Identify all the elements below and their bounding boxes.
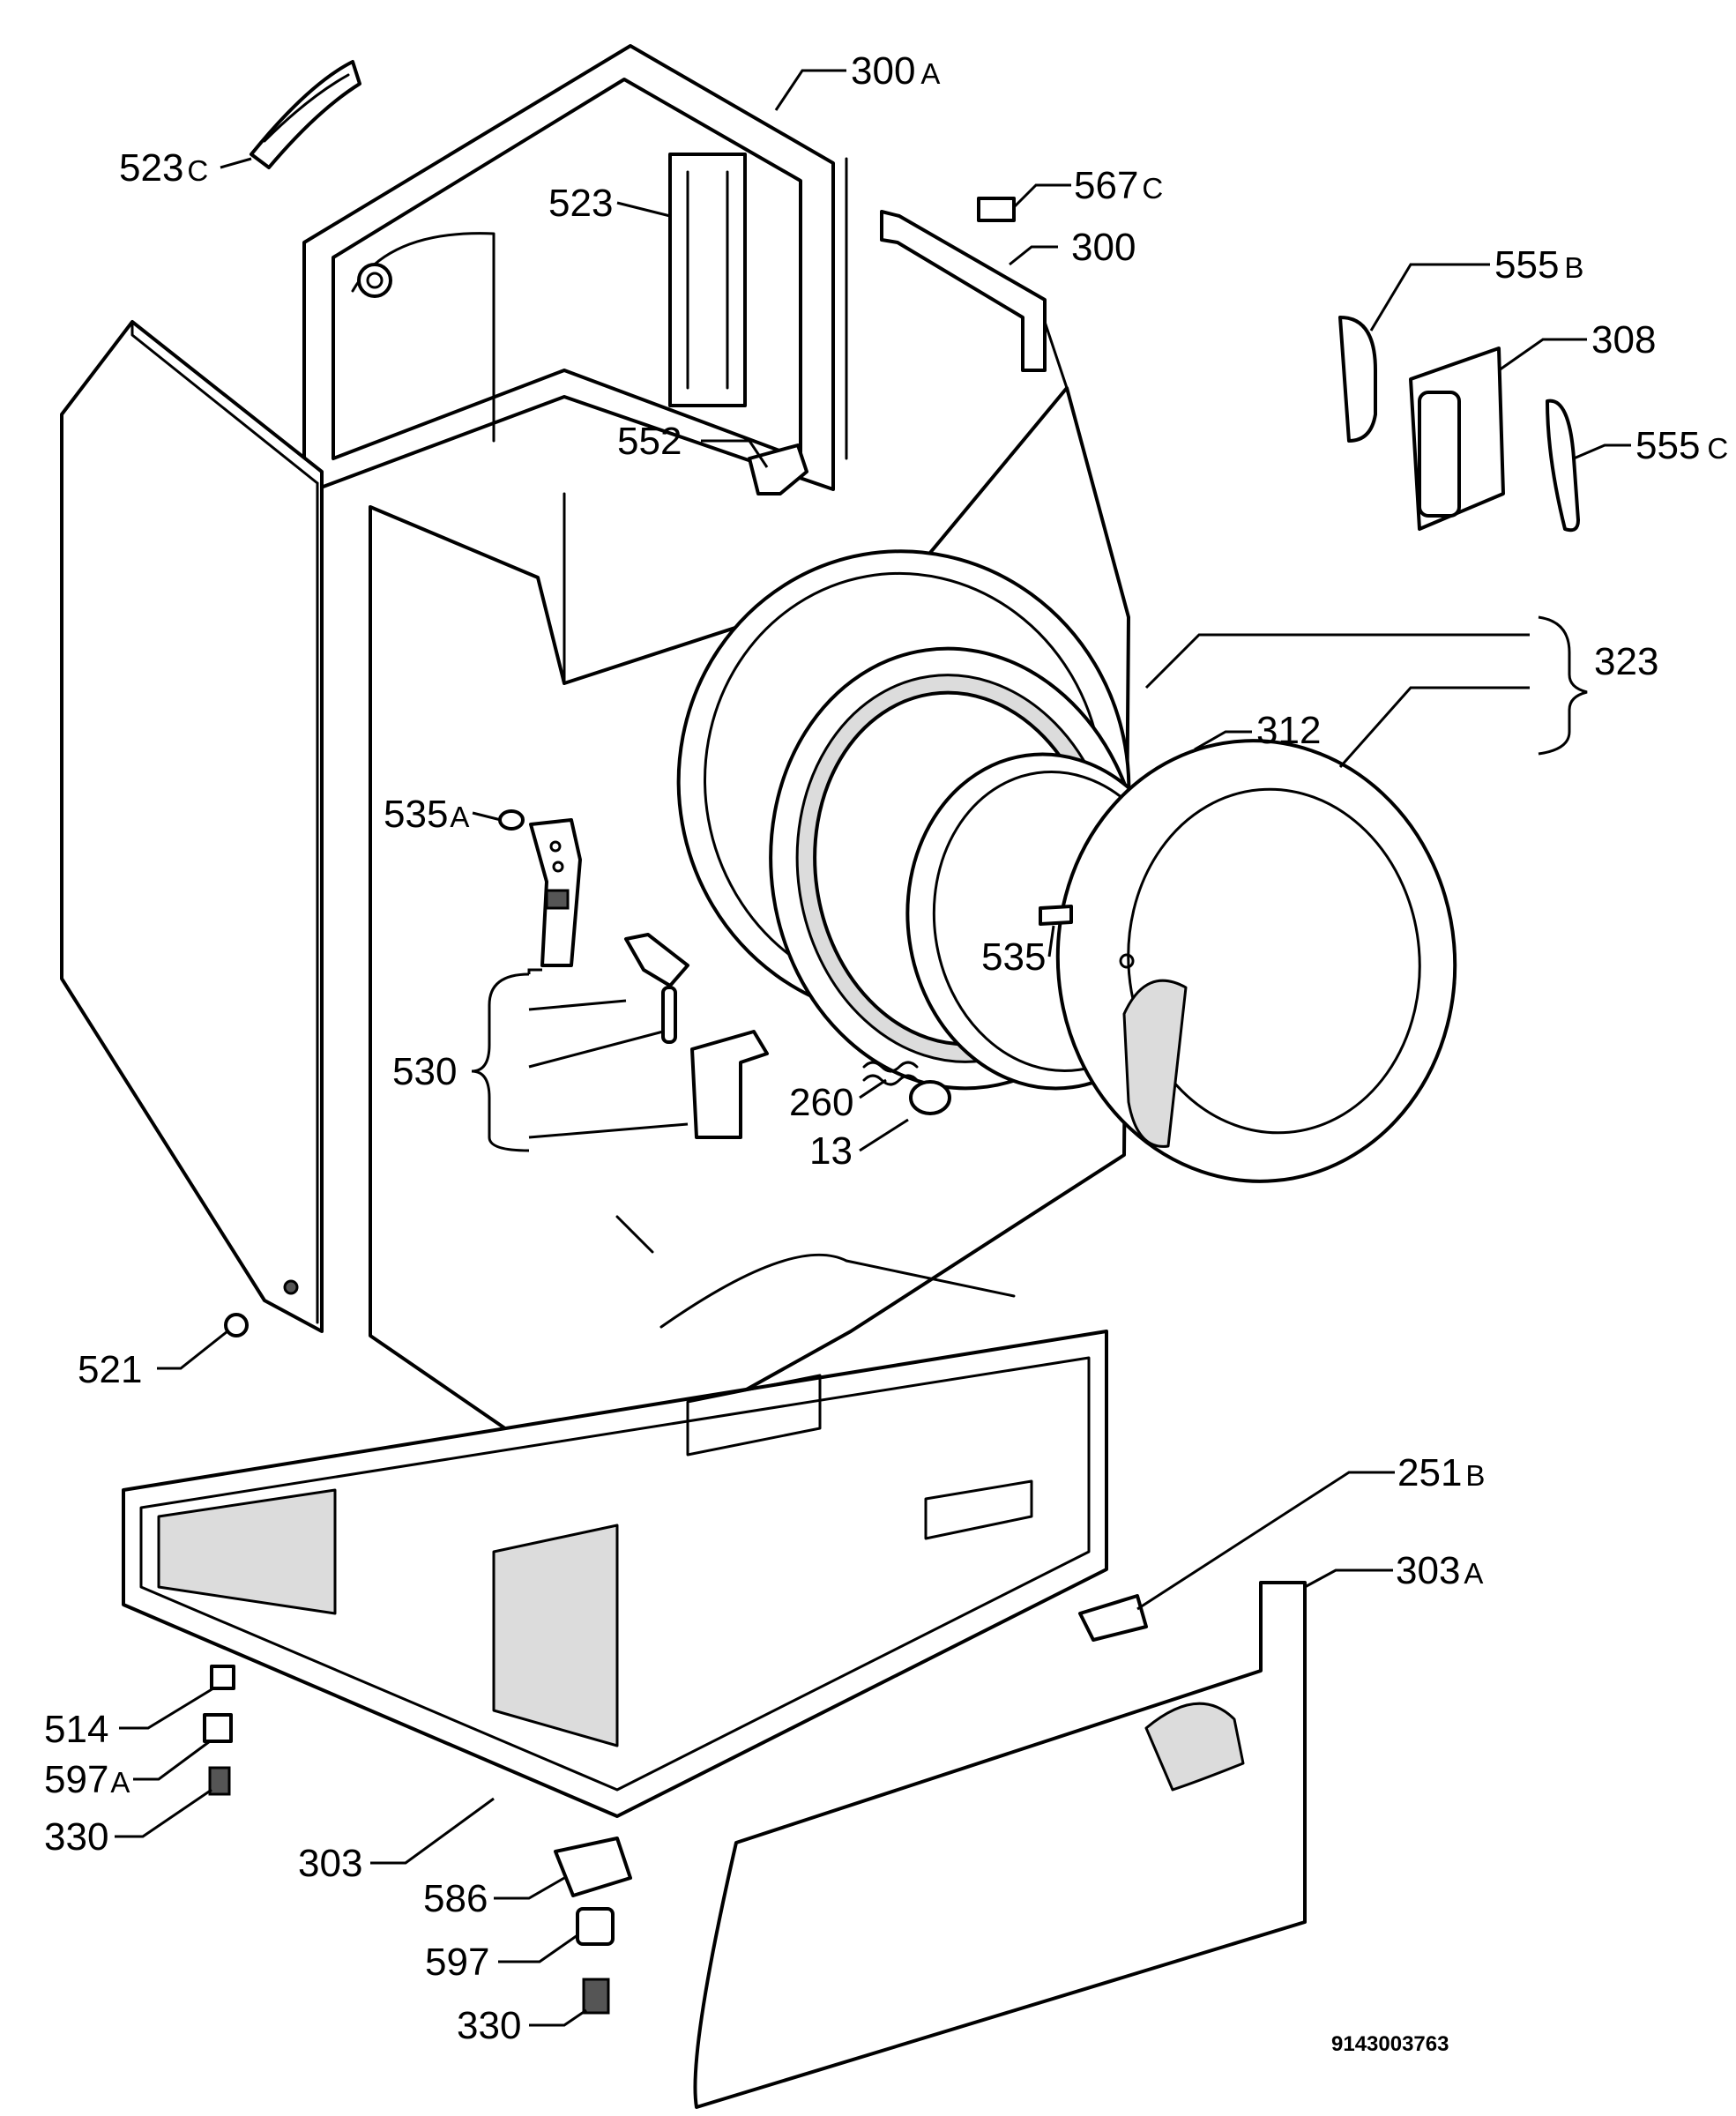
leader-lines: [115, 69, 1631, 2027]
adjustable-foot-right: [582, 1978, 610, 2015]
adjustable-foot-left: [208, 1766, 231, 1796]
door-outer-frame: [1039, 739, 1457, 1183]
hinge-cover-left: [1338, 316, 1377, 443]
base-foot-insert: [210, 1665, 235, 1690]
callout-552: 552: [617, 420, 682, 463]
screw: [224, 1313, 249, 1337]
lock-spring: [862, 1061, 919, 1086]
door-lock-plate: [529, 818, 582, 967]
rear-bracket: [668, 153, 747, 407]
lock-lever: [624, 933, 689, 987]
callout-323: 323: [1594, 640, 1658, 683]
callout-523: 523: [548, 182, 613, 225]
callout-300: 300: [1071, 226, 1136, 269]
callout-308: 308: [1591, 318, 1656, 361]
hinge-assembly: [1409, 346, 1505, 531]
document-number: 9143003763: [1331, 2032, 1449, 2056]
callout-312: 312: [1256, 709, 1321, 752]
callout-330b: 330: [457, 2004, 521, 2047]
plinth-clip: [1078, 1594, 1148, 1642]
callout-330a: 330: [44, 1815, 108, 1859]
small-connector: [977, 197, 1016, 222]
callout-260: 260: [789, 1081, 853, 1124]
cable-clip: [250, 60, 361, 169]
hinge-cover-right: [1546, 399, 1580, 533]
foot-bracket: [554, 1837, 632, 1897]
lock-pin: [661, 986, 677, 1044]
callout-586: 586: [423, 1877, 488, 1920]
base-frame: [122, 1330, 1108, 1818]
callout-597: 597: [425, 1941, 489, 1984]
square-nut: [203, 1713, 233, 1743]
callout-597a: 597A: [44, 1758, 130, 1801]
cable-holder: [748, 443, 808, 495]
callout-303: 303: [298, 1842, 362, 1885]
cabinet-side-panel-left: [60, 320, 324, 1333]
lock-button: [909, 1080, 951, 1115]
cabinet-top-frame: [302, 44, 835, 495]
callout-514: 514: [44, 1708, 108, 1751]
lock-hook: [690, 1030, 769, 1139]
callout-521: 521: [78, 1348, 142, 1391]
foot-nut: [576, 1907, 615, 1946]
callout-530: 530: [392, 1050, 457, 1093]
callout-535a: 535A: [384, 793, 469, 836]
small-grommet: [498, 809, 525, 831]
plinth-panel: [693, 1581, 1307, 2109]
callout-535: 535: [981, 935, 1046, 979]
callout-13: 13: [809, 1129, 853, 1173]
